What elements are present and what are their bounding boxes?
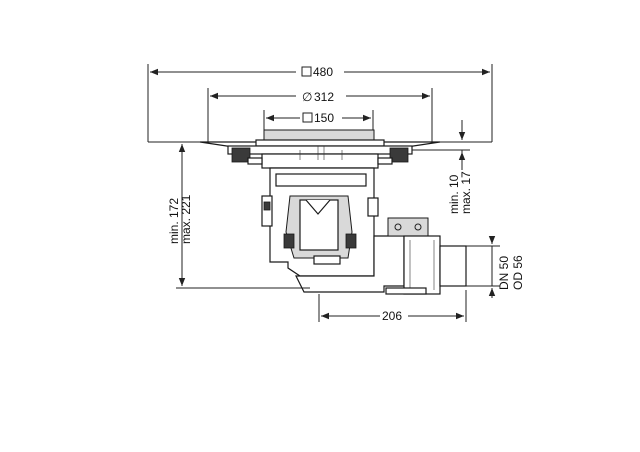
- dimension-480-label: 480: [313, 65, 333, 79]
- outlet-pipe: [295, 217, 467, 295]
- height-min-label: min. 172: [167, 198, 181, 244]
- dimension-312-label: 312: [314, 90, 334, 104]
- dimension-480: 480: [147, 64, 493, 142]
- flange-min-label: min. 10: [447, 174, 461, 214]
- dimension-312: ∅ 312: [207, 88, 433, 142]
- diameter-symbol-icon: ∅: [302, 90, 312, 104]
- pipe-od-label: OD 56: [511, 255, 525, 290]
- pipe-dn-label: DN 50: [497, 256, 511, 290]
- drain-top-frame: [227, 129, 413, 169]
- odour-trap: [283, 195, 357, 265]
- dimension-150: 150: [263, 110, 374, 130]
- square-symbol-icon: [301, 66, 312, 77]
- dimension-206: 206: [318, 290, 467, 323]
- dimension-206-label: 206: [382, 309, 402, 323]
- square-symbol-icon: [302, 112, 313, 123]
- dimension-height: min. 172 max. 221: [167, 144, 310, 289]
- flange-max-label: max. 17: [459, 171, 473, 214]
- dimension-flange: min. 10 max. 17: [412, 120, 473, 214]
- dimension-pipe: DN 50 OD 56: [466, 236, 525, 298]
- height-max-label: max. 221: [179, 194, 193, 244]
- dimension-150-label: 150: [314, 111, 334, 125]
